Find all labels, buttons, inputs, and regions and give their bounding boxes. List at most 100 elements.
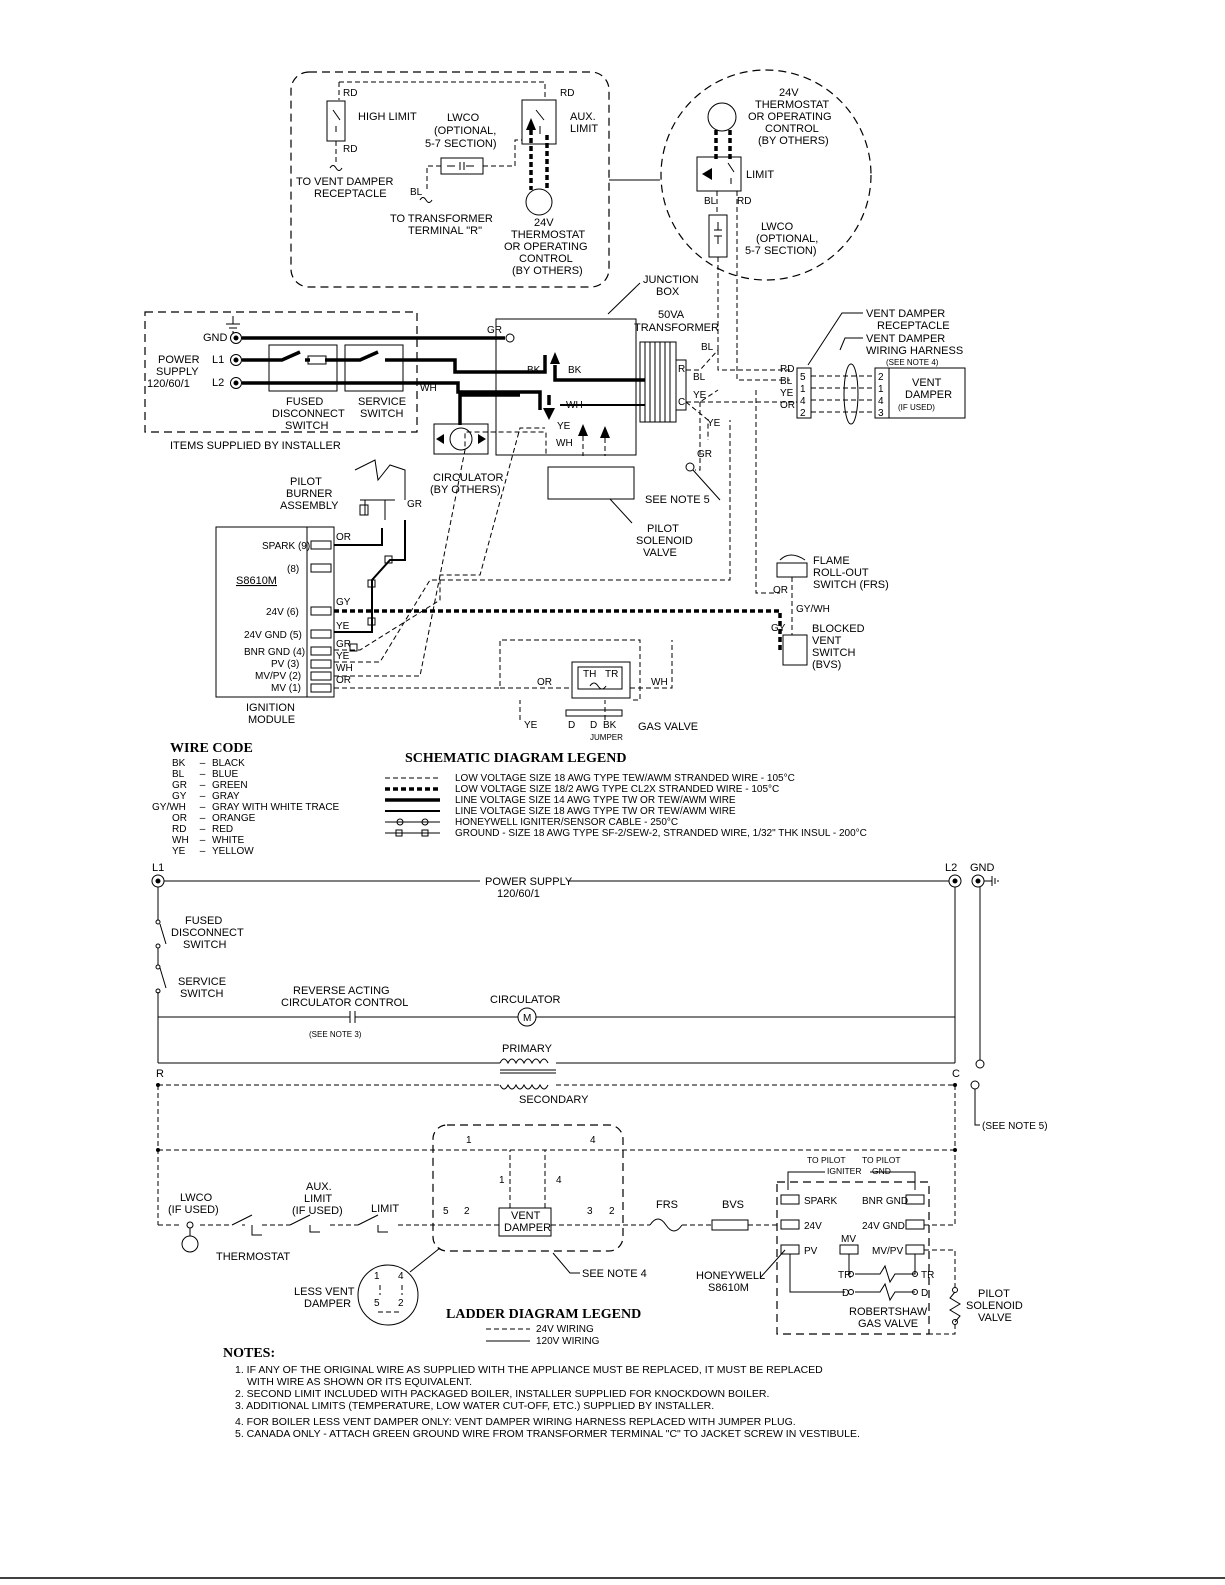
- vd-rec-label2: RECEPTACLE: [877, 320, 950, 332]
- ps-gnd: GND: [203, 332, 228, 344]
- ld-lwco: LWCO: [180, 1192, 213, 1204]
- jb-wh2: WH: [556, 438, 573, 449]
- gv-or: OR: [537, 677, 552, 688]
- bvs-gy: GY: [771, 623, 786, 634]
- ld-gnd2: GND: [872, 1166, 891, 1176]
- ps-l1: L1: [212, 354, 224, 366]
- ld-service: SERVICE: [178, 976, 226, 988]
- jb-ye: YE: [557, 421, 571, 432]
- safety-switches: FLAME ROLL-OUT SWITCH (FRS) OR GY/WH GY …: [771, 554, 889, 671]
- ladder-legend-title: LADDER DIAGRAM LEGEND: [446, 1307, 641, 1322]
- wc-6: RD – RED: [172, 824, 233, 835]
- ld-d: D: [842, 1288, 849, 1299]
- circle-limit: LIMIT: [746, 169, 774, 181]
- gv-bk: BK: [603, 720, 617, 731]
- im-module: MODULE: [248, 714, 295, 726]
- ld-bnr-gnd: BNR GND: [862, 1196, 908, 1207]
- ps-switch: SWITCH: [285, 420, 328, 432]
- wire-code: WIRE CODE BK – BLACK BL – BLUE GR – GREE…: [152, 741, 340, 857]
- ld-lv-4: 4: [398, 1271, 404, 1282]
- inset-by-others: (BY OTHERS): [512, 265, 583, 277]
- ld-power: POWER SUPPLY: [485, 876, 573, 888]
- circle-bl: BL: [704, 196, 717, 207]
- frs-rollout: ROLL-OUT: [813, 567, 869, 579]
- ld-n4: 4: [590, 1135, 596, 1146]
- bvs-code: (BVS): [812, 659, 841, 671]
- ld-circ-control: CIRCULATOR CONTROL: [281, 997, 408, 1009]
- tf-50va: 50VA: [658, 309, 685, 321]
- ld-n3: 3: [587, 1206, 593, 1217]
- ld-service2: SWITCH: [180, 988, 223, 1000]
- circle-or-operating: OR OPERATING: [748, 111, 832, 123]
- ld-tr2: TR: [921, 1270, 934, 1281]
- ld-gas-valve: GAS VALVE: [858, 1318, 918, 1330]
- inset-or-operating: OR OPERATING: [504, 241, 588, 253]
- tf-ye2: YE: [707, 418, 721, 429]
- frs-switch: SWITCH (FRS): [813, 579, 889, 591]
- wc-2: GR – GREEN: [172, 780, 248, 791]
- ld-mv: MV: [841, 1234, 856, 1245]
- inset-thermostat: THERMOSTAT: [511, 229, 585, 241]
- gv-d: D: [568, 720, 575, 731]
- ps-pilot: PILOT: [647, 523, 679, 535]
- ld-n2: 2: [464, 1206, 470, 1217]
- pb-burner: BURNER: [286, 488, 333, 500]
- note-1b: WITH WIRE AS SHOWN OR ITS EQUIVALENT.: [247, 1376, 472, 1388]
- ps-disconnect: DISCONNECT: [272, 408, 345, 420]
- inset-left: RD RD HIGH LIMIT TO VENT DAMPER RECEPTAC…: [290, 71, 660, 288]
- bvs-blocked: BLOCKED: [812, 623, 865, 635]
- installer-box-border: [144, 311, 418, 433]
- inset-lwco-section: 5-7 SECTION): [425, 138, 497, 150]
- vent-damper-receptacle: [796, 367, 812, 419]
- ld-see-note-4: SEE NOTE 4: [582, 1268, 647, 1280]
- pb-pilot: PILOT: [290, 476, 322, 488]
- ld-c: C: [952, 1068, 960, 1080]
- ld-n1: 1: [466, 1135, 472, 1146]
- sl-3: LINE VOLTAGE SIZE 18 AWG TYPE TW OR TEW/…: [455, 806, 736, 817]
- vd-or: OR: [780, 400, 795, 411]
- im-ye: YE: [336, 621, 350, 632]
- vent-damper-box: [888, 367, 966, 419]
- wc-7: WH – WHITE: [172, 835, 245, 846]
- ld-n2b: 2: [609, 1206, 615, 1217]
- installer-box: GND L1 L2 POWER SUPPLY 120/60/1 FUSED DI…: [144, 311, 418, 452]
- ps-service-switch: SWITCH: [360, 408, 403, 420]
- frs-or: OR: [773, 585, 788, 596]
- inset-high-limit-label: HIGH LIMIT: [358, 111, 417, 123]
- wc-3: GY – GRAY: [172, 791, 240, 802]
- ld-see-note-5: (SEE NOTE 5): [982, 1121, 1048, 1132]
- vd-bl: BL: [780, 376, 793, 387]
- note-4: 4. FOR BOILER LESS VENT DAMPER ONLY: VEN…: [235, 1416, 796, 1428]
- schematic-legend-title: SCHEMATIC DIAGRAM LEGEND: [405, 751, 626, 766]
- ld-pv: PV: [804, 1246, 818, 1257]
- inset-to-vent-damper: TO VENT DAMPER: [296, 176, 393, 188]
- inset-rd-bottom: RD: [343, 144, 357, 155]
- ld-pilot: PILOT: [978, 1288, 1010, 1300]
- notes: NOTES: 1. IF ANY OF THE ORIGINAL WIRE AS…: [223, 1346, 860, 1440]
- ld-tr: TR: [838, 1270, 851, 1281]
- inset-left-border: [290, 71, 610, 288]
- bvs-switch: SWITCH: [812, 647, 855, 659]
- gv-ye: YE: [524, 720, 538, 731]
- gv-label: GAS VALVE: [638, 721, 698, 733]
- wc-5: OR – ORANGE: [172, 813, 256, 824]
- ps-rating: 120/60/1: [147, 378, 190, 390]
- im-or2: OR: [336, 675, 351, 686]
- ld-less-vent: LESS VENT: [294, 1286, 355, 1298]
- vd-rd: RD: [780, 364, 794, 375]
- im-24vgnd5: 24V GND (5): [244, 630, 302, 641]
- im-24v6: 24V (6): [266, 607, 299, 618]
- high-limit-switch: [326, 100, 346, 142]
- tf-r: R: [678, 364, 685, 375]
- sl-1: LOW VOLTAGE SIZE 18/2 AWG TYPE CL2X STRA…: [455, 784, 779, 795]
- sl-0: LOW VOLTAGE SIZE 18 AWG TYPE TEW/AWM STR…: [455, 773, 795, 784]
- ld-see-note-3: (SEE NOTE 3): [309, 1030, 362, 1039]
- inset-aux-label2: LIMIT: [570, 123, 598, 135]
- ld-reverse: REVERSE ACTING: [293, 985, 390, 997]
- inset-lwco: LWCO: [447, 112, 480, 124]
- pilot-burner: PILOT BURNER ASSEMBLY GR: [280, 459, 422, 520]
- inset-bl: BL: [410, 187, 423, 198]
- ll-120v: 120V WIRING: [536, 1336, 600, 1347]
- ld-24v: 24V: [804, 1221, 822, 1232]
